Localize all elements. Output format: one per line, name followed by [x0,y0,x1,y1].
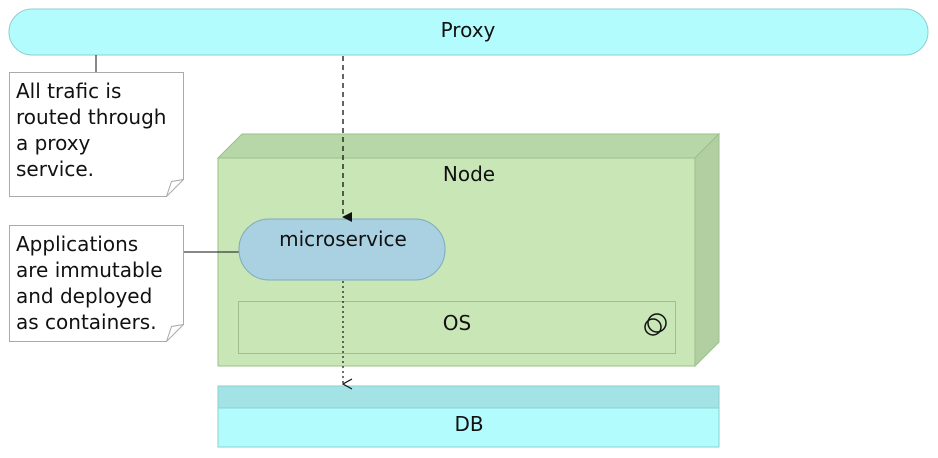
note-traffic-fold [166,179,184,197]
note-apps-fold [166,324,184,342]
node-side-face [694,132,720,368]
note-apps-shape [9,225,184,342]
os-shape [238,301,676,354]
note-apps-line-3: and deployed [16,284,152,308]
proxy-shape [8,8,929,56]
note-traffic-line-2: routed through [16,105,166,129]
db-body [217,407,720,448]
microservice-label: microservice [279,227,407,251]
db-box[interactable]: DB [217,385,720,448]
proxy-label: Proxy [441,18,496,42]
os-icon [644,313,667,336]
note-apps: Applications are immutable and deployed … [9,225,184,342]
db-top-band [217,385,720,409]
note-apps-line-1: Applications [16,232,138,256]
note-traffic-line-3: a proxy [16,131,91,155]
note-traffic-line-1: All trafic is [16,79,121,103]
os-label: OS [443,311,471,335]
db-label: DB [454,412,483,436]
note-apps-line-4: as containers. [16,310,157,334]
note-traffic: All trafic is routed through a proxy ser… [9,72,184,197]
note-traffic-shape [9,72,184,197]
os-box[interactable]: OS [238,301,676,354]
proxy-box[interactable]: Proxy [8,8,929,56]
note-traffic-line-4: service. [16,157,94,181]
node-label: Node [443,162,495,186]
node-top-face [216,133,721,159]
note-apps-line-2: are immutable [16,258,163,282]
microservice-box[interactable]: microservice [238,218,446,281]
